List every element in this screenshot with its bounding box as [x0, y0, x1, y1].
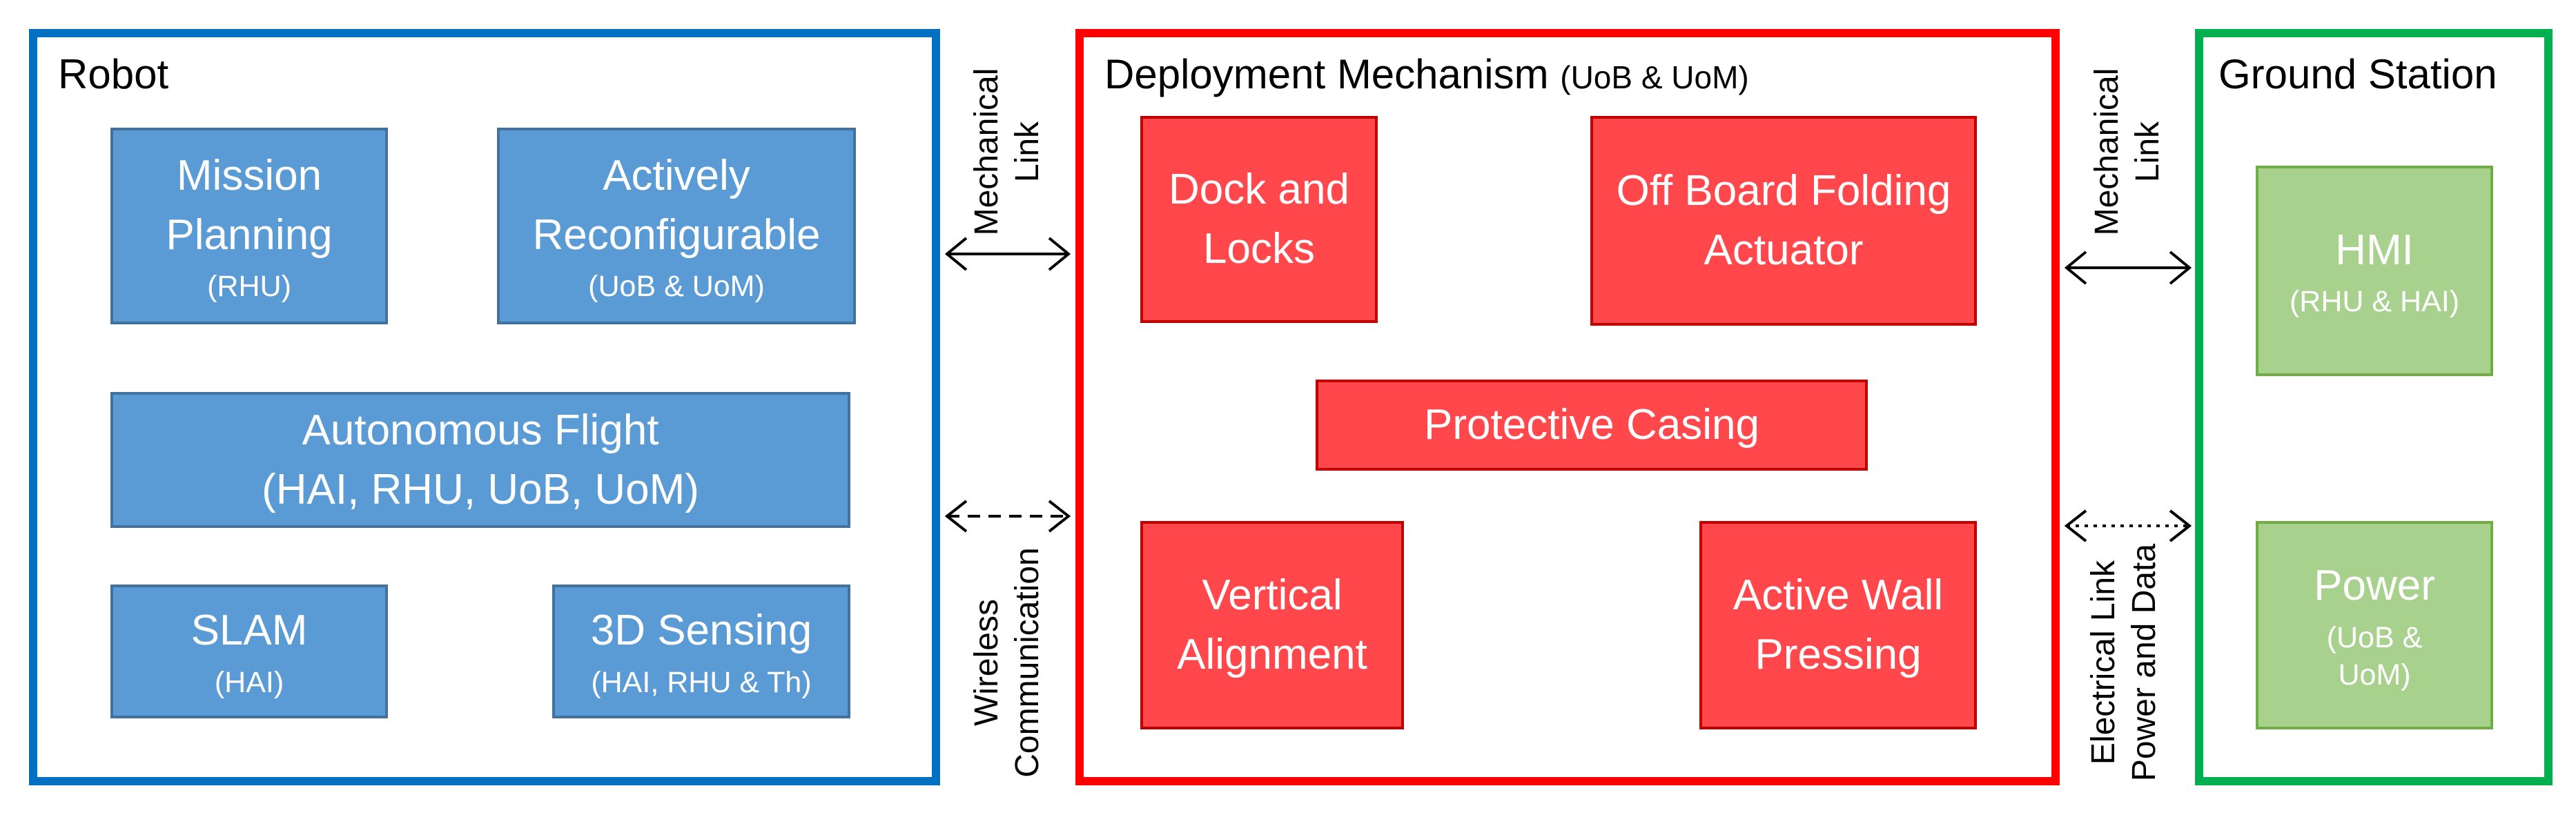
robot-title: Robot	[58, 51, 169, 97]
vertical-alignment-title: Vertical Alignment	[1177, 571, 1367, 678]
protective-casing-box: Protective Casing	[1316, 380, 1868, 471]
autonomous-flight-box: Autonomous Flight (HAI, RHU, UoB, UoM)	[110, 392, 850, 528]
autonomous-flight-title: Autonomous Flight	[302, 406, 659, 454]
mechanical-link-left-arrow	[944, 237, 1071, 271]
power-title: Power	[2314, 562, 2435, 610]
power-box: Power (UoB & UoM)	[2256, 521, 2493, 729]
slam-owner: (HAI)	[214, 665, 284, 699]
wireless-link-arrow	[944, 500, 1071, 533]
wireless-link-label: Wireless Communication	[968, 547, 1046, 778]
active-wall-pressing-box: Active Wall Pressing	[1699, 521, 1977, 729]
protective-casing-title: Protective Casing	[1424, 401, 1759, 449]
mechanical-link-right-label: Mechanical Link	[2089, 68, 2166, 236]
active-wall-pressing-title: Active Wall Pressing	[1733, 571, 1944, 678]
actively-reconfigurable-title: Actively Reconfigurable	[532, 152, 821, 259]
mechanical-link-right-arrow	[2064, 251, 2192, 285]
off-board-folding-actuator-title: Off Board Folding Actuator	[1616, 167, 1951, 274]
slam-title: SLAM	[191, 607, 308, 655]
hmi-title: HMI	[2335, 226, 2414, 274]
3d-sensing-box: 3D Sensing (HAI, RHU & Th)	[552, 585, 850, 718]
dock-and-locks-title: Dock and Locks	[1169, 166, 1349, 273]
vertical-alignment-box: Vertical Alignment	[1140, 521, 1404, 729]
dock-and-locks-box: Dock and Locks	[1140, 116, 1378, 323]
autonomous-flight-owner: (HAI, RHU, UoB, UoM)	[262, 465, 699, 513]
slam-box: SLAM (HAI)	[110, 585, 388, 718]
mission-planning-box: Mission Planning (RHU)	[110, 128, 388, 324]
actively-reconfigurable-box: Actively Reconfigurable (UoB & UoM)	[497, 128, 856, 324]
3d-sensing-owner: (HAI, RHU & Th)	[591, 665, 812, 699]
hmi-owner: (RHU & HAI)	[2289, 285, 2460, 319]
deployment-title: Deployment Mechanism (UoB & UoM)	[1104, 54, 1749, 95]
ground-station-title: Ground Station	[2218, 51, 2497, 97]
mission-planning-title: Mission Planning	[166, 152, 333, 259]
actively-reconfigurable-owner: (UoB & UoM)	[588, 270, 765, 304]
electrical-link-arrow	[2064, 509, 2192, 542]
3d-sensing-title: 3D Sensing	[590, 607, 812, 655]
off-board-folding-actuator-box: Off Board Folding Actuator	[1590, 116, 1977, 326]
mechanical-link-left-label: Mechanical Link	[968, 68, 1046, 236]
deployment-title-sub: (UoB & UoM)	[1560, 59, 1749, 95]
deployment-title-main: Deployment Mechanism	[1104, 51, 1549, 97]
power-owner: (UoB & UoM)	[2326, 621, 2423, 691]
electrical-link-label: Electrical Link Power and Data	[2085, 543, 2163, 782]
hmi-box: HMI (RHU & HAI)	[2256, 166, 2493, 376]
mission-planning-owner: (RHU)	[207, 270, 291, 304]
